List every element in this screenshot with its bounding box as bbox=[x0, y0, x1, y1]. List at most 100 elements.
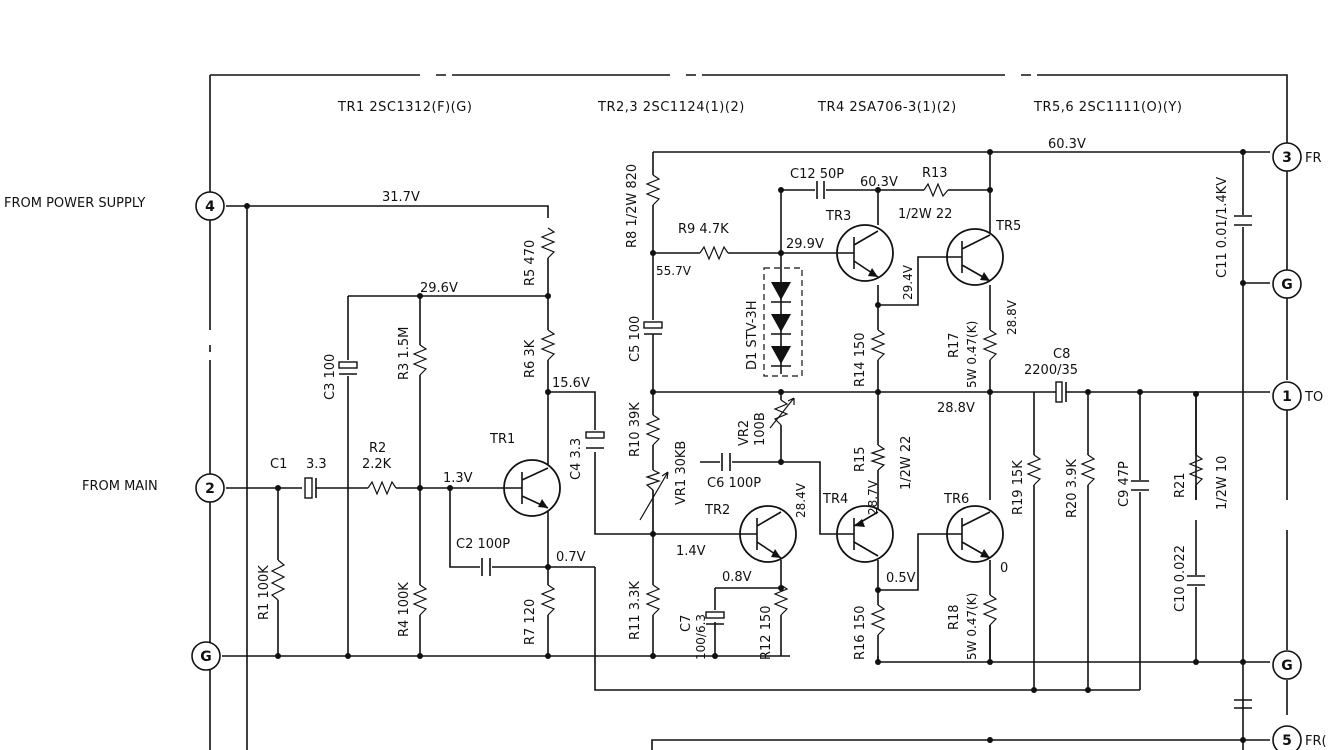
terminal-4: 4 bbox=[195, 191, 225, 221]
resistor-r3 bbox=[412, 344, 428, 376]
label-d1: D1 STV-3H bbox=[745, 301, 760, 370]
label-r2: R2 bbox=[369, 441, 386, 456]
capacitor-c-bottom bbox=[1234, 699, 1252, 709]
voltage-0-7: 0.7V bbox=[556, 550, 586, 565]
header-tr56: TR5,6 2SC1111(O)(Y) bbox=[1033, 100, 1182, 115]
capacitors bbox=[304, 181, 1252, 709]
resistor-r14 bbox=[870, 329, 886, 361]
label-r3: R3 1.5M bbox=[397, 327, 412, 380]
resistor-r2 bbox=[367, 480, 397, 496]
resistor-r1 bbox=[270, 559, 286, 601]
resistor-r8 bbox=[645, 174, 661, 206]
voltage-29-9: 29.9V bbox=[786, 237, 824, 252]
label-r9: R9 4.7K bbox=[678, 222, 729, 237]
label-tr1: TR1 bbox=[489, 432, 515, 447]
capacitor-c2 bbox=[481, 558, 491, 576]
label-r21: R21 bbox=[1173, 472, 1188, 498]
label-tr3: TR3 bbox=[825, 209, 851, 224]
svg-text:2: 2 bbox=[205, 481, 215, 497]
voltage-29-4: 29.4V bbox=[901, 264, 915, 300]
resistor-r9 bbox=[699, 245, 729, 261]
transistor-tr5 bbox=[945, 228, 1004, 286]
terminal-3: 3 bbox=[1272, 142, 1302, 172]
terminal-3-text: FR bbox=[1305, 151, 1322, 166]
voltage-15-6: 15.6V bbox=[552, 376, 590, 391]
label-r1: R1 100K bbox=[257, 565, 272, 620]
label-r18-value: 5W 0.47(K) bbox=[965, 593, 979, 660]
label-r4: R4 100K bbox=[397, 582, 412, 637]
label-c8-value: 2200/35 bbox=[1024, 363, 1078, 378]
resistor-r12 bbox=[773, 584, 789, 616]
svg-text:G: G bbox=[1281, 658, 1293, 674]
label-c7-value: 100/6.3 bbox=[694, 614, 708, 660]
label-c5: C5 100 bbox=[628, 316, 643, 362]
voltage-labels: 31.7V 29.6V 15.6V 1.3V 0.7V 60.3V 60.3V … bbox=[382, 137, 1086, 586]
resistor-r7 bbox=[540, 584, 556, 616]
trimmer-vr2 bbox=[773, 399, 789, 426]
label-r17: R17 bbox=[947, 332, 962, 358]
resistor-r5 bbox=[540, 227, 556, 259]
label-r13-value: 1/2W 22 bbox=[898, 207, 952, 222]
label-r11: R11 3.3K bbox=[628, 581, 643, 640]
capacitor-c1 bbox=[304, 477, 317, 499]
label-c12: C12 50P bbox=[790, 167, 844, 182]
svg-text:5: 5 bbox=[1282, 733, 1292, 749]
label-c3: C3 100 bbox=[323, 354, 338, 400]
transistor-tr1 bbox=[503, 459, 561, 517]
label-tr2: TR2 bbox=[704, 503, 730, 518]
label-r12: R12 150 bbox=[759, 605, 774, 660]
capacitor-c12 bbox=[816, 181, 825, 199]
resistor-r6 bbox=[540, 329, 556, 361]
resistor-r10 bbox=[645, 414, 661, 446]
label-r17-value: 5W 0.47(K) bbox=[965, 321, 979, 388]
voltage-55-7: 55.7V bbox=[656, 264, 692, 278]
label-r19: R19 15K bbox=[1011, 460, 1026, 515]
transistor-tr4 bbox=[836, 505, 894, 563]
component-labels: R1 100K R2 2.2K R3 1.5M R4 100K R5 470 R… bbox=[257, 164, 1230, 660]
label-r2-value: 2.2K bbox=[362, 457, 392, 472]
label-tr4: TR4 bbox=[822, 492, 848, 507]
label-r13: R13 bbox=[922, 166, 948, 181]
label-vr2: VR2 bbox=[737, 420, 752, 446]
board-frame bbox=[209, 74, 1288, 750]
svg-text:3: 3 bbox=[1282, 150, 1292, 166]
label-c9: C9 47P bbox=[1117, 461, 1132, 507]
label-r15: R15 bbox=[853, 446, 868, 472]
label-r15-value: 1/2W 22 bbox=[899, 436, 914, 490]
terminal-5-text: FR( bbox=[1305, 734, 1327, 749]
voltage-29-6: 29.6V bbox=[420, 281, 458, 296]
label-r18: R18 bbox=[947, 604, 962, 630]
label-r21-value: 1/2W 10 bbox=[1215, 456, 1230, 510]
label-c8: C8 bbox=[1053, 347, 1070, 362]
resistors bbox=[270, 174, 1204, 636]
resistor-r17 bbox=[982, 329, 998, 361]
header-tr23: TR2,3 2SC1124(1)(2) bbox=[597, 100, 745, 115]
capacitor-c9 bbox=[1131, 480, 1149, 491]
resistor-r15 bbox=[870, 444, 886, 471]
label-c4: C4 3.3 bbox=[569, 438, 584, 480]
terminal-g-right-1: G bbox=[1272, 269, 1302, 299]
transistor-tr6 bbox=[945, 505, 1004, 563]
label-r10: R10 39K bbox=[628, 402, 643, 457]
capacitor-c5 bbox=[643, 321, 663, 335]
transistors bbox=[503, 224, 1004, 563]
resistor-r16 bbox=[870, 604, 886, 636]
capacitor-c11 bbox=[1234, 215, 1252, 226]
trimmer-vr1 bbox=[645, 469, 661, 491]
label-c11: C11 0.01/1.4KV bbox=[1215, 177, 1230, 278]
transistor-tr2 bbox=[739, 505, 797, 563]
label-r14: R14 150 bbox=[853, 332, 868, 387]
input-power-supply: FROM POWER SUPPLY bbox=[4, 196, 145, 211]
label-r7: R7 120 bbox=[523, 599, 538, 645]
capacitor-c4 bbox=[585, 431, 605, 449]
voltage-0-8: 0.8V bbox=[722, 570, 752, 585]
label-c7: C7 bbox=[679, 615, 694, 632]
label-c1: C1 bbox=[270, 457, 287, 472]
resistor-r20 bbox=[1080, 454, 1096, 486]
terminal-1-text: TO bbox=[1304, 390, 1323, 405]
label-r5: R5 470 bbox=[523, 240, 538, 286]
terminal-1: 1 bbox=[1272, 381, 1302, 411]
terminal-2: 2 bbox=[195, 473, 225, 503]
voltage-1-4: 1.4V bbox=[676, 544, 706, 559]
